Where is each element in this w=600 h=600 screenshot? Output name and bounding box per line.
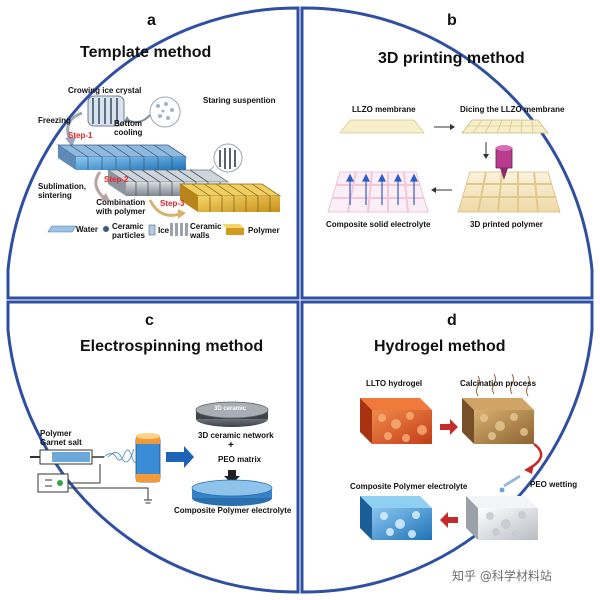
label-calcination-process: Calcination process bbox=[460, 379, 537, 388]
frame-panel-b bbox=[300, 6, 594, 300]
collector-drum bbox=[135, 433, 161, 483]
panel-b-title: 3D printing method bbox=[378, 50, 525, 67]
panel-b-graphics bbox=[327, 119, 561, 213]
legend-symbols bbox=[47, 223, 244, 236]
composite-solid-electrolyte bbox=[327, 171, 429, 213]
label-plus: + bbox=[228, 440, 234, 451]
panel-d-letter: d bbox=[447, 312, 457, 329]
legend-ice: Ice bbox=[158, 226, 170, 235]
peo-dropper bbox=[499, 474, 521, 493]
legend-polymer: Polymer bbox=[248, 226, 280, 235]
label-staring-suspension: Staring suspention bbox=[203, 96, 276, 105]
suspension-sphere bbox=[149, 96, 181, 128]
spray-spiral bbox=[103, 448, 141, 463]
label-freezing: Freezing bbox=[38, 116, 71, 125]
panel-b-letter: b bbox=[447, 12, 457, 29]
label-llzo-membrane: LLZO membrane bbox=[352, 105, 416, 114]
label-peo-matrix: PEO matrix bbox=[218, 455, 262, 464]
ice-crystal-cluster bbox=[87, 95, 125, 127]
legend-ceramic-walls: Ceramic walls bbox=[190, 222, 222, 240]
legend-ceramic-particles: Ceramic particles bbox=[112, 222, 145, 240]
legend-ice-swatch bbox=[148, 224, 156, 236]
composite-polymer-disk bbox=[191, 479, 273, 506]
process-arrow bbox=[166, 446, 194, 468]
panel-d-graphics bbox=[360, 373, 543, 540]
label-bottom-cooling: Bottom cooling bbox=[114, 119, 143, 137]
llzo-membrane-sheet bbox=[339, 119, 425, 134]
label-llto-hydrogel: LLTO hydrogel bbox=[366, 379, 423, 388]
legend-polymer-swatch bbox=[222, 224, 244, 228]
label-composite-polymer-electrolyte-c: Composite Polymer electrolyte bbox=[174, 506, 292, 515]
panel-c-letter: c bbox=[145, 312, 154, 329]
legend-ceramic-walls-swatch bbox=[170, 223, 188, 236]
panel-c-title: Electrospinning method bbox=[80, 338, 264, 355]
panel-c-graphics bbox=[30, 401, 273, 506]
ceramic-walls-zoom bbox=[213, 143, 243, 173]
label-composite-polymer-electrolyte-d: Composite Polymer electrolyte bbox=[350, 482, 468, 491]
panel-a-title: Template method bbox=[80, 44, 212, 61]
label-polymer-garnet-salt: Polymer Garnet salt bbox=[40, 429, 82, 447]
frame-panel-c bbox=[6, 300, 300, 594]
power-supply bbox=[37, 464, 152, 504]
syringe bbox=[30, 449, 104, 465]
peo-wetted-cube bbox=[466, 496, 538, 540]
panel-a-graphics bbox=[47, 95, 282, 236]
watermark: 知乎 @科学材料站 bbox=[452, 569, 552, 583]
label-peo-wetting: PEO wetting bbox=[530, 480, 578, 489]
calcined-cube bbox=[462, 373, 534, 444]
label-step-3: Step-3 bbox=[160, 199, 185, 208]
printer-nozzle bbox=[495, 145, 513, 180]
legend-ceramic-particle-swatch bbox=[103, 226, 109, 232]
label-composite-solid-electrolyte: Composite solid electrolyte bbox=[326, 220, 431, 229]
panel-d-title: Hydrogel method bbox=[374, 338, 506, 355]
label-3d-printed-polymer: 3D printed polymer bbox=[470, 220, 543, 229]
diced-membrane-sheet bbox=[461, 119, 549, 134]
label-combination-with-polymer: Combination with polymer bbox=[96, 198, 146, 216]
label-step-1: Step-1 bbox=[68, 131, 93, 140]
label-3d-ceramic-network: 3D ceramic network bbox=[198, 431, 274, 440]
disk-text-3d-ceramic: 3D ceramic bbox=[214, 406, 247, 412]
ceramic-network-disk bbox=[195, 401, 269, 427]
polymer-composite-block bbox=[178, 183, 282, 212]
panel-a-letter: a bbox=[147, 12, 156, 29]
legend-water: Water bbox=[76, 225, 98, 234]
label-dicing-llzo-membrane: Dicing the LLZO membrane bbox=[460, 105, 565, 114]
label-crowing-ice-crystal: Crowing ice crystal bbox=[68, 86, 142, 95]
llto-hydrogel-cube bbox=[360, 398, 432, 444]
frame-panel-a bbox=[6, 6, 300, 300]
legend-water-swatch bbox=[47, 225, 77, 233]
frozen-block bbox=[56, 144, 188, 170]
label-sublimation-sintering: Sublimation, sintering bbox=[38, 182, 86, 200]
label-step-2: Step-2 bbox=[104, 175, 129, 184]
composite-electrolyte-cube bbox=[360, 496, 432, 540]
printed-polymer-grid bbox=[457, 171, 561, 213]
